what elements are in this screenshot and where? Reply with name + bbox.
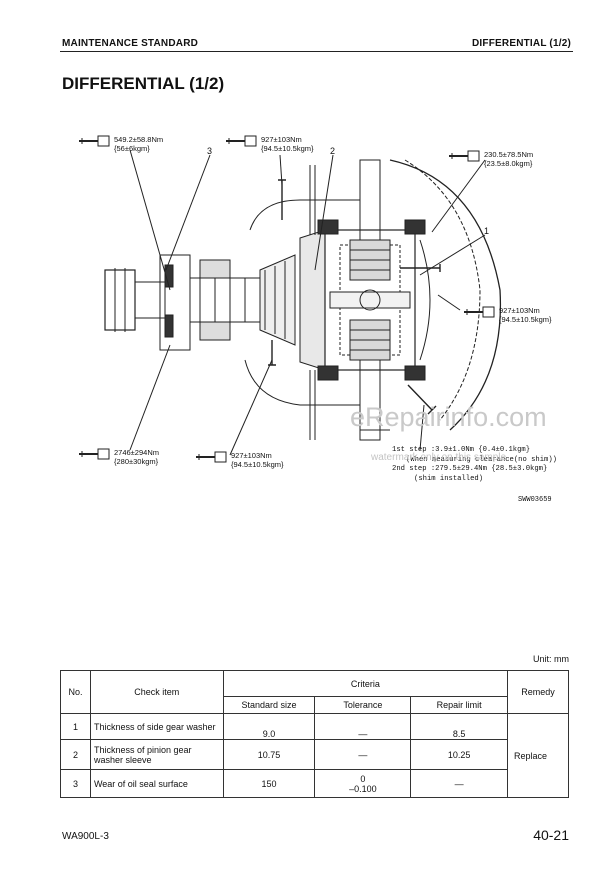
table-row: 1 Thickness of side gear washer 9.0 — 8.… [60, 713, 569, 798]
maintenance-standard-table: No. Check item Criteria Remedy Standard … [60, 670, 569, 798]
table-row: 2 Thickness of pinion gear washer sleeve… [60, 739, 569, 770]
footer-model: WA900L-3 [62, 831, 109, 842]
row-repair-limit: 10.25 [410, 739, 509, 770]
watermark-site: eRepairinfo.com [350, 402, 547, 432]
tolerance-lower: –0.100 [349, 783, 377, 794]
torque-value-kgm: {56±6kgm} [114, 144, 150, 153]
row-repair-limit: 8.5 [410, 713, 509, 740]
torque-value-kgm: {23.5±8.0kgm} [484, 159, 533, 168]
row-no: 3 [60, 769, 91, 798]
torque-wrench-icon [79, 135, 110, 147]
note-step-1: 1st step :3.9±1.0Nm {0.4±0.1kgm} [392, 446, 531, 454]
row-tolerance: 0 –0.100 [314, 769, 412, 798]
footer-page-number: 40-21 [533, 827, 569, 843]
part-label-2: 2 [330, 146, 336, 156]
header-no: No. [60, 670, 91, 714]
row-no: 2 [60, 739, 91, 770]
torque-value: 2746±294Nm [114, 448, 159, 457]
tolerance-upper: 0 [360, 773, 366, 784]
torque-wrench-icon [196, 451, 227, 463]
row-tolerance: — [314, 713, 412, 740]
torque-value: 927±103Nm [231, 451, 272, 460]
row-repair-limit: — [410, 769, 509, 798]
figure-code: SWW03659 [518, 496, 552, 504]
row-standard-size: 9.0 [222, 713, 316, 740]
header-criteria: Criteria [222, 670, 509, 697]
torque-wrench-icon [226, 135, 257, 147]
row-no: 1 [60, 713, 91, 740]
row-remedy: Replace [507, 713, 569, 798]
header-check-item: Check item [89, 670, 224, 714]
subheader-repair-limit: Repair limit [410, 696, 509, 714]
watermark-sample: watermark only on this sample [371, 452, 507, 463]
note-step-1-condition: (When measuring clearance(no shim)) [406, 455, 557, 464]
row-check-item: Thickness of pinion gear washer sleeve [89, 739, 224, 770]
table-header-row: No. Check item Criteria Remedy [60, 670, 569, 714]
torque-wrench-icon [79, 448, 110, 460]
torque-value-kgm: {94.5±10.5kgm} [261, 144, 314, 153]
row-check-item: Wear of oil seal surface [89, 769, 224, 798]
torque-value: 927±103Nm [261, 135, 302, 144]
torque-value: 230.5±78.5Nm [484, 150, 534, 159]
note-step-2: 2nd step :279.5±29.4Nm {28.5±3.0kgm} [392, 465, 548, 473]
table-subheader-row: Standard size Tolerance Repair limit [61, 696, 569, 714]
row-check-item: Thickness of side gear washer [89, 713, 224, 740]
table-row: 3 Wear of oil seal surface 150 0 –0.100 … [60, 769, 569, 798]
row-standard-size: 150 [222, 769, 316, 798]
header-section-title: MAINTENANCE STANDARD [62, 38, 199, 49]
torque-wrench-icon [464, 306, 495, 318]
row-standard-size: 10.75 [222, 739, 316, 770]
header-remedy: Remedy [507, 670, 569, 714]
torque-wrench-icon [449, 150, 480, 162]
header-rule [60, 51, 573, 52]
part-label-3: 3 [207, 146, 213, 156]
unit-label: Unit: mm [533, 654, 569, 664]
torque-value-kgm: {280±30kgm} [114, 457, 159, 466]
differential-cross-section-drawing [104, 149, 502, 456]
torque-value-kgm: {94.5±10.5kgm} [499, 315, 552, 324]
header-page-topic: DIFFERENTIAL (1/2) [472, 38, 571, 49]
subheader-standard-size: Standard size [222, 696, 316, 714]
row-tolerance: — [314, 739, 412, 770]
subheader-tolerance: Tolerance [314, 696, 412, 714]
torque-value: 549.2±58.8Nm [114, 135, 164, 144]
torque-value-kgm: {94.5±10.5kgm} [231, 460, 284, 469]
torque-value: 927±103Nm [499, 306, 540, 315]
page-title: DIFFERENTIAL (1/2) [62, 74, 225, 93]
part-label-1: 1 [484, 226, 490, 236]
note-step-2-condition: (shim installed) [414, 474, 484, 483]
tightening-notes: 1st step :3.9±1.0Nm {0.4±0.1kgm} (When m… [392, 446, 557, 484]
